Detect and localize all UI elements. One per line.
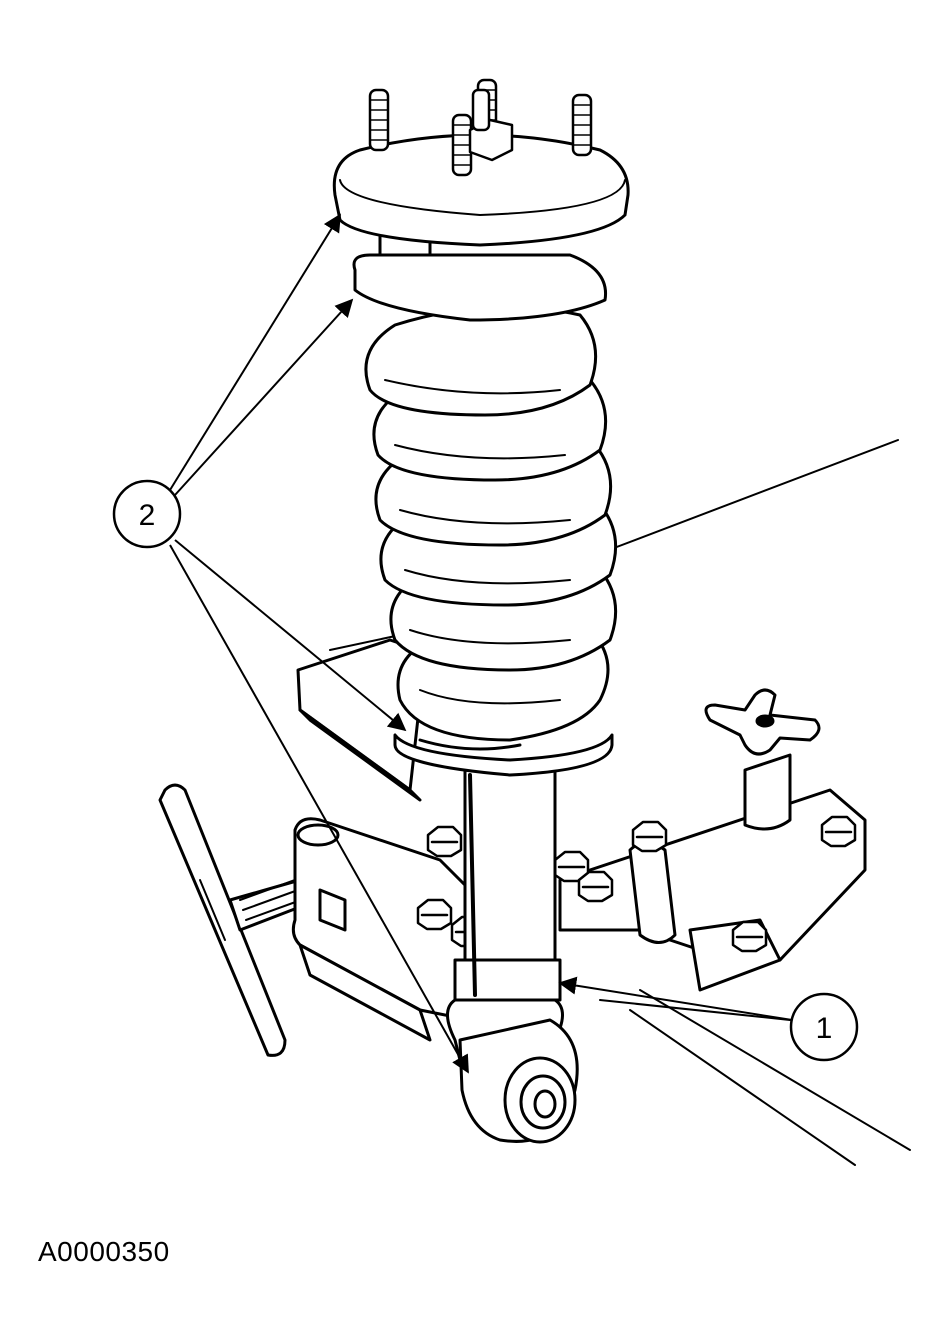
callout-2-leaders [169, 213, 469, 1074]
bolt [416, 898, 453, 931]
coil-spring [364, 305, 618, 751]
lower-spring-seat [393, 733, 614, 777]
right-clamp-bar [558, 688, 867, 992]
callout-1: 1 [789, 992, 859, 1062]
callout-1-label: 1 [816, 1012, 833, 1045]
bolt [426, 825, 463, 858]
stud [571, 93, 593, 157]
callout-2: 2 [112, 479, 182, 549]
stud [471, 88, 491, 132]
stud [451, 113, 473, 177]
strut-body [446, 758, 564, 1062]
callout-2-label: 2 [139, 499, 156, 532]
stud [368, 88, 390, 152]
fixture-rail-lines [329, 439, 911, 1166]
lower-eye-bushing [458, 1018, 579, 1144]
bolt [577, 870, 614, 903]
upper-studs [368, 78, 593, 177]
figure-id: A0000350 [38, 1236, 170, 1267]
bolt [820, 815, 857, 848]
bolt [631, 820, 668, 853]
t-handle-left [158, 783, 307, 1057]
compressor-block [296, 638, 422, 802]
bolt [731, 920, 768, 953]
callout-1-leader [558, 976, 793, 1021]
